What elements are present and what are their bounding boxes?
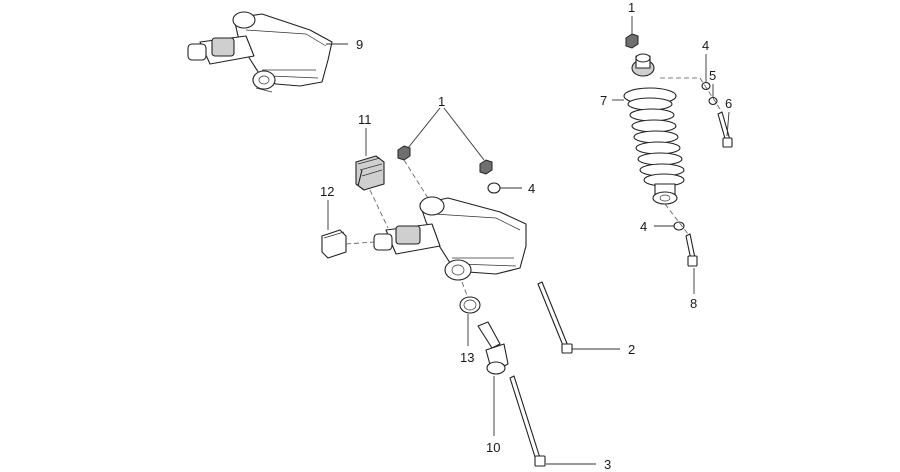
leader-6 (726, 111, 730, 137)
long-bolt-part-3 (509, 375, 546, 467)
assembly-line-nut-to-arm (403, 159, 429, 199)
bushing-part-10 (477, 321, 509, 375)
washer-part-4-top (701, 81, 711, 91)
callout-13: 13 (460, 350, 474, 365)
assembly-line-shock-to-bolt8 (664, 203, 689, 235)
callout-5: 5 (709, 68, 716, 83)
callout-10: 10 (486, 440, 500, 455)
swing-arm-center (373, 196, 527, 281)
callout-8: 8 (690, 296, 697, 311)
swing-arm-part-9 (187, 11, 333, 93)
callout-1-top: 1 (628, 0, 635, 15)
callout-4-top: 4 (702, 38, 709, 53)
callout-11: 11 (358, 112, 372, 127)
rubber-pad-part-12 (321, 229, 347, 259)
long-bolt-part-2 (537, 281, 573, 354)
callout-6: 6 (725, 96, 732, 111)
rubber-block-part-11 (355, 155, 385, 191)
callout-7: 7 (600, 93, 607, 108)
assembly-line-pad-to-arm (345, 241, 375, 245)
callout-4-center: 4 (528, 181, 535, 196)
leader-1-mid-left (407, 107, 441, 149)
callout-12: 12 (320, 184, 334, 199)
callout-1-mid: 1 (438, 94, 445, 109)
callout-3: 3 (604, 457, 611, 472)
nut-part-1-center-right (479, 159, 493, 175)
assembly-line-shock-to-bolt6 (660, 77, 723, 113)
bolt-part-8 (685, 233, 698, 267)
assembly-line-block-to-arm (369, 189, 389, 229)
callout-9: 9 (356, 37, 363, 52)
assembly-line-ring-to-arm (461, 281, 469, 299)
callout-4-low: 4 (640, 219, 647, 234)
nut-part-1-center-left (397, 145, 411, 161)
washer-part-4-low (673, 221, 685, 231)
washer-part-4-center (487, 182, 501, 194)
shock-absorber-part-7 (623, 53, 685, 205)
ring-part-13 (459, 296, 481, 314)
nut-part-1-top (625, 33, 639, 49)
leader-1-mid-right (443, 107, 485, 161)
bolt-part-6 (717, 111, 733, 148)
callout-2: 2 (628, 342, 635, 357)
